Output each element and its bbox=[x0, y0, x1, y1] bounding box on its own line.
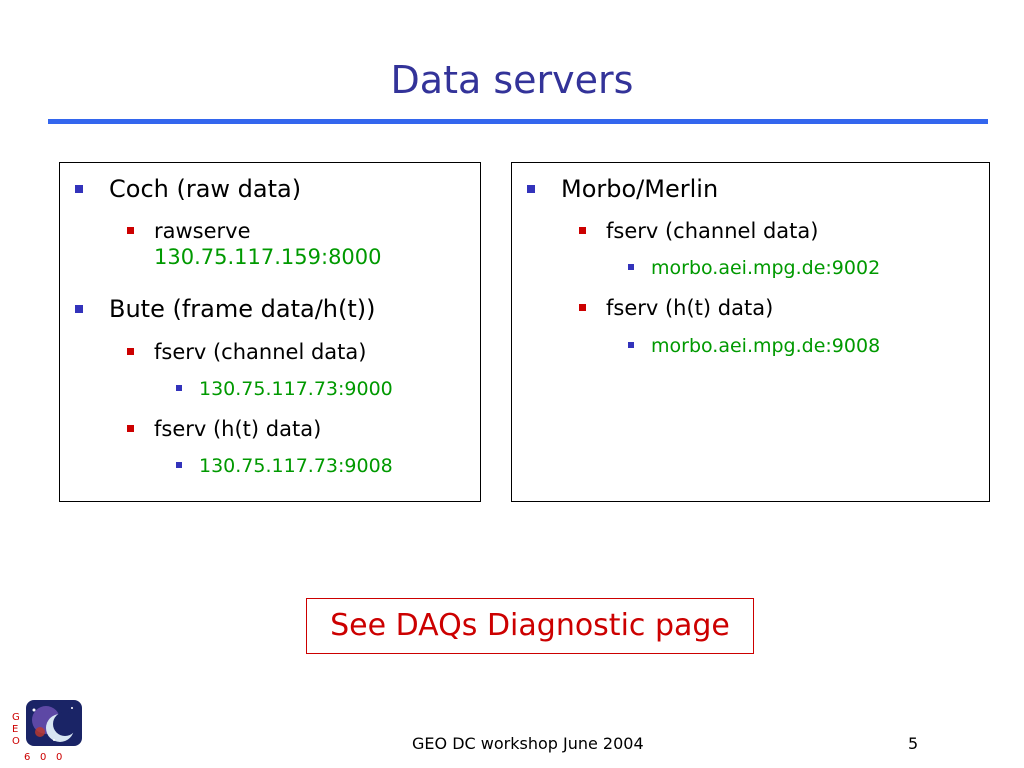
slide-title: Data servers bbox=[390, 58, 634, 102]
square-bullet-icon bbox=[628, 342, 634, 348]
square-bullet-icon bbox=[176, 385, 182, 391]
item-text: Coch (raw data) bbox=[109, 175, 302, 203]
list-item: 130.75.117.73:9000 bbox=[176, 377, 393, 401]
server-address: 130.75.117.159:8000 bbox=[154, 245, 382, 269]
item-text: Morbo/Merlin bbox=[561, 175, 719, 203]
server-address: morbo.aei.mpg.de:9002 bbox=[651, 257, 881, 279]
list-item: morbo.aei.mpg.de:9008 bbox=[628, 334, 881, 358]
item-text: Bute (frame data/h(t)) bbox=[109, 295, 376, 323]
list-item: Coch (raw data) bbox=[75, 175, 302, 203]
geo600-logo-icon: G E O 6 0 0 bbox=[12, 700, 82, 763]
server-address: morbo.aei.mpg.de:9008 bbox=[651, 335, 881, 357]
list-item: fserv (channel data) bbox=[127, 339, 367, 365]
page-number: 5 bbox=[908, 734, 919, 753]
logo-letter: 0 bbox=[40, 752, 46, 763]
list-item: Morbo/Merlin bbox=[527, 175, 719, 203]
logo-letter: O bbox=[12, 736, 20, 747]
square-bullet-icon bbox=[628, 264, 634, 270]
square-bullet-icon bbox=[176, 462, 182, 468]
item-text: fserv (h(t) data) bbox=[606, 296, 774, 320]
square-bullet-icon bbox=[75, 185, 83, 193]
right-server-box: Morbo/Merlin fserv (channel data) morbo.… bbox=[511, 162, 990, 502]
server-address: 130.75.117.73:9000 bbox=[199, 378, 393, 400]
list-item: 130.75.117.73:9008 bbox=[176, 454, 393, 478]
logo-letter: E bbox=[12, 724, 18, 735]
list-item: morbo.aei.mpg.de:9002 bbox=[628, 256, 881, 280]
square-bullet-icon bbox=[127, 348, 134, 355]
list-item: Bute (frame data/h(t)) bbox=[75, 295, 376, 323]
square-bullet-icon bbox=[75, 305, 83, 313]
list-item: rawserve 130.75.117.159:8000 bbox=[127, 218, 382, 270]
daq-diagnostic-callout: See DAQs Diagnostic page bbox=[306, 598, 754, 654]
square-bullet-icon bbox=[579, 227, 586, 234]
logo-letter: 6 bbox=[24, 752, 30, 763]
list-item: fserv (h(t) data) bbox=[127, 416, 322, 442]
square-bullet-icon bbox=[127, 425, 134, 432]
list-item: fserv (h(t) data) bbox=[579, 295, 774, 321]
title-underline bbox=[48, 119, 988, 124]
item-text: fserv (h(t) data) bbox=[154, 417, 322, 441]
server-address: 130.75.117.73:9008 bbox=[199, 455, 393, 477]
left-server-box: Coch (raw data) rawserve 130.75.117.159:… bbox=[59, 162, 481, 502]
square-bullet-icon bbox=[527, 185, 535, 193]
logo-letter: G bbox=[12, 712, 20, 723]
square-bullet-icon bbox=[127, 227, 134, 234]
item-text: fserv (channel data) bbox=[606, 219, 819, 243]
footer-text: GEO DC workshop June 2004 bbox=[412, 734, 644, 753]
item-text: fserv (channel data) bbox=[154, 340, 367, 364]
item-text: rawserve bbox=[154, 219, 251, 243]
logo-letter: 0 bbox=[56, 752, 62, 763]
list-item: fserv (channel data) bbox=[579, 218, 819, 244]
square-bullet-icon bbox=[579, 304, 586, 311]
